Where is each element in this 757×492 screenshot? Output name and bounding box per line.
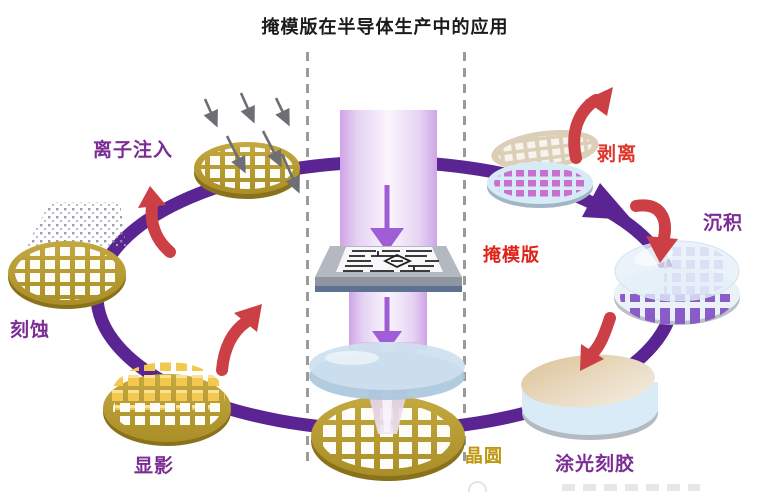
label-strip: 剥离: [597, 144, 638, 165]
mask-circuit-pattern: [343, 250, 439, 272]
ring-arrowhead: [582, 183, 632, 220]
label-mask: 掩模版: [483, 245, 540, 265]
projection-lens: [309, 342, 465, 400]
wafer-strip: [487, 130, 599, 208]
watermark-logo-cutoff: [468, 481, 487, 492]
red-arrow-etch-to-ion: [138, 186, 176, 258]
page-title: 掩模版在半导体生产中的应用: [261, 17, 509, 37]
uv-beam-upper: [340, 110, 437, 252]
red-arrow-deposit: [630, 199, 678, 263]
label-etch: 刻蚀: [10, 320, 51, 341]
wafer-coat-resist: [521, 354, 658, 440]
ion-beam-arrows: [203, 92, 300, 194]
red-arrow-coat-resist: [580, 312, 616, 371]
red-arrow-develop-to-etch: [216, 304, 262, 376]
uv-beam-lower: [349, 292, 427, 352]
wafer-etch: [8, 202, 126, 309]
wafer-ion-implant: [194, 92, 300, 199]
label-wafer: 晶圆: [465, 446, 503, 466]
wafer-develop: [103, 362, 231, 446]
wafer-center: [311, 396, 465, 481]
etch-debris: [26, 202, 126, 247]
watermark-text-cutoff: [562, 484, 700, 491]
label-deposit: 沉积: [703, 213, 744, 234]
label-ion-implant: 离子注入: [93, 140, 174, 161]
label-develop: 显影: [134, 456, 175, 477]
wafer-deposit: [614, 240, 740, 325]
red-arrow-strip: [568, 87, 613, 164]
label-coat-resist: 涂光刻胶: [555, 454, 636, 475]
photomask-plate: [315, 246, 462, 292]
